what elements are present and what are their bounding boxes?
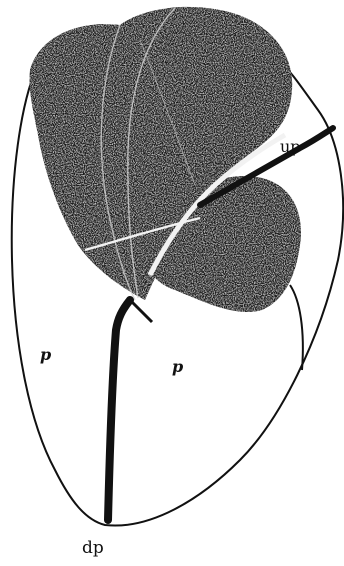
label-p-right: p: [172, 357, 183, 376]
label-dp: dp: [82, 538, 104, 558]
label-p-left: p: [40, 345, 51, 364]
dp-duct-branch: [130, 300, 152, 322]
right-inner-outline: [290, 285, 303, 370]
label-up: up: [280, 137, 301, 156]
dp-duct: [108, 300, 130, 520]
